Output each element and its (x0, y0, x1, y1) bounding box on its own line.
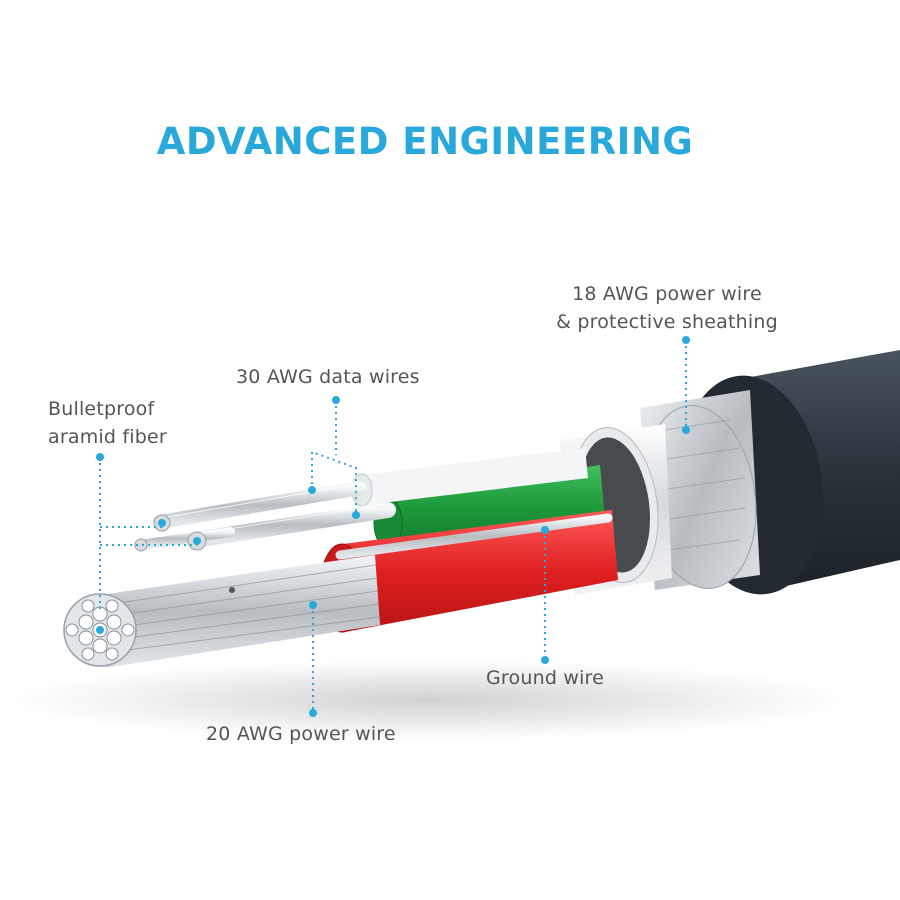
strand-highlights (161, 483, 387, 535)
label-18awg-line2: & protective sheathing (556, 311, 778, 333)
label-aramid-line1: Bulletproof (48, 398, 155, 420)
label-aramid-line2: aramid fiber (48, 426, 167, 448)
label-18awg-line1: 18 AWG power wire (572, 283, 762, 305)
label-18awg-power-wire: 18 AWG power wire & protective sheathing (542, 280, 792, 336)
callout-leaders (99, 340, 687, 713)
label-ground-wire: Ground wire (486, 667, 605, 689)
ground-wire (335, 513, 613, 560)
cable-shadow (10, 660, 850, 740)
diagram-title: ADVANCED ENGINEERING (156, 120, 694, 163)
callout-dots (96, 336, 690, 717)
label-aramid-fiber: Bulletproof aramid fiber (48, 395, 167, 451)
data-conductor-strands (135, 481, 396, 550)
label-20awg-power-wire: 20 AWG power wire (206, 723, 396, 745)
label-30awg-data-wires: 30 AWG data wires (236, 366, 420, 388)
power-conductor-bundle (63, 555, 381, 668)
aramid-strand-end (134, 538, 148, 552)
